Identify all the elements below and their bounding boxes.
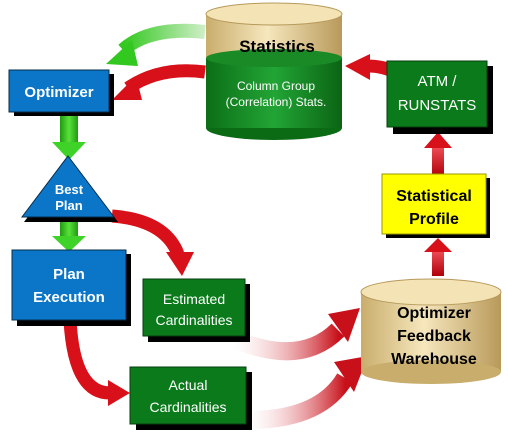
actual-line2: Cardinalities	[149, 399, 226, 415]
estimated-line2: Cardinalities	[155, 312, 232, 328]
atm-line2: RUNSTATS	[398, 97, 477, 114]
best-plan-triangle: Best Plan	[20, 155, 118, 222]
profile-line2: Profile	[409, 211, 459, 228]
best-plan-line2: Plan	[55, 198, 83, 213]
atm-runstats-box: ATM / RUNSTATS	[386, 60, 493, 134]
warehouse-to-profile-red-arrow	[424, 238, 452, 276]
stats-to-optimizer-red-arrow	[112, 64, 206, 100]
profile-to-atm-red-arrow	[424, 132, 452, 176]
estimated-line1: Estimated	[163, 291, 225, 307]
estimated-to-warehouse-red-arrow	[228, 308, 360, 361]
optimizer-to-bestplan-green-arrow	[52, 114, 86, 160]
optimizer-label: Optimizer	[24, 84, 93, 101]
actual-line1: Actual	[169, 377, 208, 393]
warehouse-line1: Optimizer	[397, 305, 471, 322]
statistical-profile-box: Statistical Profile	[381, 173, 490, 238]
best-plan-line1: Best	[55, 182, 84, 197]
statistics-subtitle-line2: (Correlation) Stats.	[226, 95, 327, 109]
actual-to-warehouse-red-arrow	[247, 356, 368, 429]
bestplan-to-execution-green-arrow	[52, 218, 86, 252]
plan-execution-box: Plan Execution	[11, 249, 131, 326]
plan-execution-line1: Plan	[53, 266, 85, 283]
warehouse-line3: Warehouse	[391, 351, 477, 368]
statistics-subtitle-line1: Column Group	[237, 79, 315, 93]
bestplan-to-estimated-red-arrow	[111, 209, 194, 276]
atm-line1: ATM /	[418, 73, 458, 90]
profile-line1: Statistical	[396, 188, 472, 205]
statistics-title: Statistics	[239, 37, 315, 56]
estimated-cardinalities-box: Estimated Cardinalities	[142, 278, 250, 342]
actual-cardinalities-box: Actual Cardinalities	[129, 366, 252, 430]
statistics-cylinder: Statistics Column Group (Correlation) St…	[205, 2, 343, 140]
warehouse-line2: Feedback	[397, 328, 471, 345]
feedback-warehouse-cylinder: Optimizer Feedback Warehouse	[360, 278, 502, 384]
stats-to-optimizer-green-arrow	[106, 23, 206, 66]
plan-execution-line2: Execution	[33, 289, 105, 306]
execution-to-actual-red-arrow	[63, 319, 130, 406]
optimizer-box: Optimizer	[8, 69, 114, 116]
